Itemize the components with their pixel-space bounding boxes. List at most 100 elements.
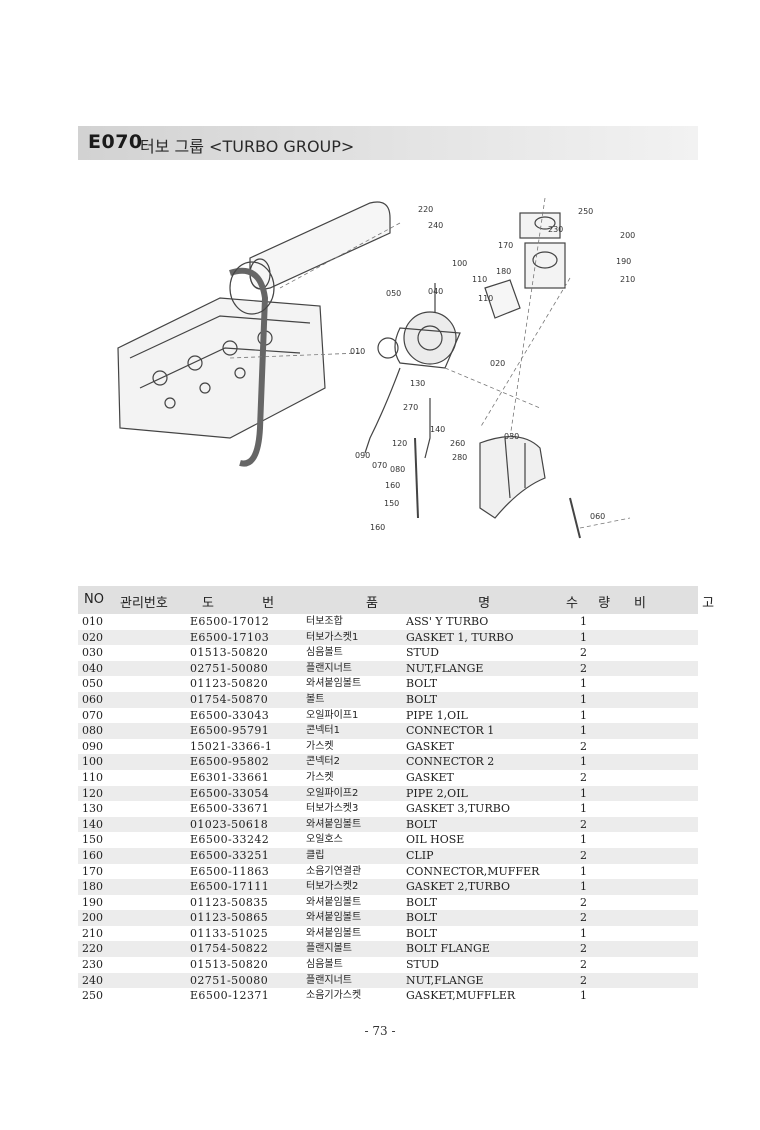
row-name-korean: 플랜지볼트 — [306, 943, 352, 955]
row-part-number: E6500-11863 — [190, 864, 270, 878]
callout-label: 210 — [620, 275, 635, 284]
row-part-number: 01754-50870 — [190, 692, 269, 706]
row-name-korean: 터보조합 — [306, 616, 343, 627]
row-quantity: 2 — [580, 739, 587, 753]
callout-label: 090 — [355, 451, 370, 460]
row-name-korean: 심음볼트 — [306, 647, 343, 659]
row-part-number: 01513-50820 — [190, 958, 269, 972]
row-part-number: 01123-50820 — [190, 677, 269, 691]
callout-label: 010 — [350, 347, 365, 356]
row-quantity: 2 — [580, 848, 587, 862]
row-name-english: PIPE 2,OIL — [406, 786, 468, 800]
row-part-number: E6500-17111 — [190, 880, 270, 894]
section-title-bar: E070 터보 그룹 <TURBO GROUP> — [78, 126, 698, 160]
row-part-number: E6500-17012 — [190, 615, 270, 628]
row-name-english: GASKET 3,TURBO — [406, 802, 511, 816]
callout-label: 110 — [478, 294, 493, 303]
row-no: 040 — [82, 661, 103, 675]
row-name-english: BOLT — [406, 817, 438, 831]
row-part-number: E6500-95791 — [190, 724, 270, 738]
callout-label: 220 — [418, 205, 433, 214]
row-part-number: 01023-50618 — [190, 817, 269, 831]
row-part-number: 01123-50865 — [190, 911, 269, 925]
row-quantity: 2 — [580, 817, 587, 831]
row-name-english: ASS' Y TURBO — [406, 615, 489, 628]
row-part-number: E6500-33242 — [190, 833, 270, 847]
row-name-english: CONNECTOR 1 — [406, 724, 495, 738]
row-no: 130 — [82, 802, 103, 816]
row-quantity: 1 — [580, 692, 587, 706]
row-name-korean: 클립 — [306, 849, 325, 861]
callout-label: 150 — [384, 499, 399, 508]
row-part-number: 15021-3366-1 — [190, 739, 273, 753]
exhaust-manifold — [479, 435, 546, 519]
row-name-korean: 콘넥터1 — [306, 725, 340, 737]
callout-label: 160 — [370, 523, 385, 532]
callout-label: 120 — [392, 439, 407, 448]
row-part-number: 02751-50080 — [190, 661, 269, 675]
callout-label: 270 — [403, 403, 418, 412]
header-no: NO — [84, 592, 104, 607]
row-quantity: 1 — [580, 864, 587, 878]
row-name-english: OIL HOSE — [406, 833, 465, 847]
row-name-korean: 와셔붙임볼트 — [306, 912, 362, 924]
row-quantity: 2 — [580, 942, 587, 956]
row-name-english: BOLT — [406, 926, 438, 940]
row-no: 190 — [82, 895, 103, 909]
callout-label: 020 — [490, 359, 505, 368]
callout-label: 070 — [372, 461, 387, 470]
row-name-english: GASKET — [406, 770, 454, 784]
turbocharger — [377, 311, 461, 369]
callout-label: 260 — [450, 439, 465, 448]
row-no: 160 — [82, 848, 103, 862]
row-name-korean: 와셔붙임볼트 — [306, 678, 362, 690]
row-no: 060 — [82, 692, 103, 706]
row-part-number: E6500-33043 — [190, 708, 270, 722]
row-name-korean: 볼트 — [306, 693, 325, 705]
row-no: 150 — [82, 833, 103, 847]
row-name-korean: 가스켓 — [306, 740, 334, 752]
row-name-english: NUT,FLANGE — [406, 973, 484, 987]
header-name: 품 명 — [366, 596, 539, 611]
row-no: 240 — [82, 973, 103, 987]
row-quantity: 1 — [580, 630, 587, 644]
row-quantity: 1 — [580, 989, 587, 1003]
callout-label: 170 — [498, 241, 513, 250]
row-no: 020 — [82, 630, 103, 644]
row-no: 080 — [82, 724, 103, 738]
row-quantity: 1 — [580, 786, 587, 800]
row-part-number: E6500-33251 — [190, 848, 270, 862]
row-name-english: BOLT — [406, 895, 438, 909]
row-quantity: 2 — [580, 895, 587, 909]
row-quantity: 1 — [580, 880, 587, 894]
callout-label: 190 — [616, 257, 631, 266]
row-part-number: 02751-50080 — [190, 973, 269, 987]
row-no: 050 — [82, 677, 103, 691]
header-remark: 비 고 — [634, 596, 741, 611]
row-name-korean: 와셔붙임볼트 — [306, 818, 362, 830]
row-no: 200 — [82, 911, 103, 925]
callout-label: 080 — [390, 465, 405, 474]
callout-label: 110 — [472, 275, 487, 284]
callout-label: 140 — [430, 425, 445, 434]
section-code: E070 — [88, 131, 143, 153]
row-no: 210 — [82, 926, 103, 940]
row-name-english: STUD — [406, 646, 439, 660]
row-name-korean: 플랜지너트 — [306, 974, 352, 986]
row-name-english: NUT,FLANGE — [406, 661, 484, 675]
muffler-connector — [519, 212, 566, 289]
row-quantity: 1 — [580, 724, 587, 738]
row-quantity: 2 — [580, 973, 587, 987]
